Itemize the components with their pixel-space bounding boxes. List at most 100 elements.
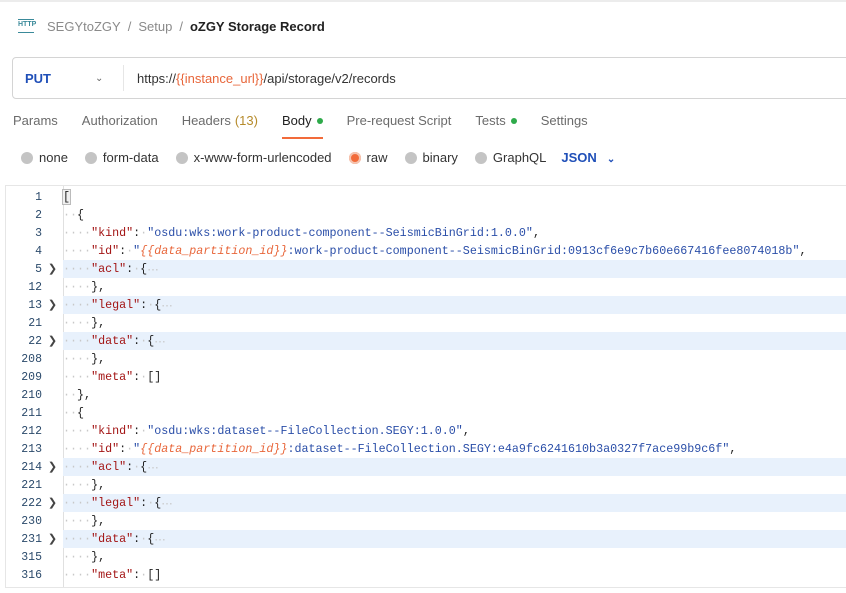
tab-label: Pre-request Script — [346, 113, 452, 128]
indent-whitespace: ···· — [63, 370, 92, 384]
json-string: :work-product-component--SeismicBinGrid:… — [287, 244, 800, 258]
fold-chevron-icon[interactable]: ❯ — [47, 534, 58, 546]
code-text: ····"kind":·"osdu:wks:work-product-compo… — [63, 224, 846, 242]
line-number: 208 — [21, 352, 42, 366]
code-editor[interactable]: 1[2··{3····"kind":·"osdu:wks:work-produc… — [5, 185, 846, 588]
json-punctuation: { — [140, 262, 148, 276]
code-line: 1[ — [6, 188, 846, 206]
breadcrumb-collection[interactable]: SEGYtoZGY — [47, 18, 121, 34]
request-tabs: Params Authorization Headers(13) Body Pr… — [13, 113, 612, 139]
radio-icon — [175, 151, 188, 164]
fold-chevron-icon[interactable]: ❯ — [47, 264, 58, 276]
indent-whitespace: ···· — [63, 226, 92, 240]
fold-chevron-icon[interactable]: ❯ — [47, 336, 58, 348]
indent-whitespace: ···· — [63, 568, 92, 582]
json-string: " — [133, 244, 141, 258]
fold-chevron-icon[interactable]: ❯ — [47, 498, 58, 510]
code-text: ····}, — [63, 314, 846, 332]
url-input[interactable]: https://{{instance_url}}/api/storage/v2/… — [137, 71, 396, 86]
whitespace-marker: · — [140, 424, 148, 438]
json-punctuation: { — [147, 334, 155, 348]
tab-tests[interactable]: Tests — [475, 113, 517, 139]
tab-authorization[interactable]: Authorization — [82, 113, 158, 139]
breadcrumb-folder[interactable]: Setup — [138, 18, 173, 34]
radio-icon — [404, 151, 417, 164]
code-text: ····}, — [63, 350, 846, 368]
line-number: 21 — [28, 316, 42, 330]
line-number: 212 — [21, 424, 42, 438]
tab-label: Body — [281, 113, 312, 128]
code-line: 3····"kind":·"osdu:wks:work-product-comp… — [6, 224, 846, 242]
json-punctuation: [] — [147, 568, 162, 582]
indent-whitespace: ···· — [63, 550, 92, 564]
top-divider — [0, 0, 846, 2]
radio-icon — [474, 151, 487, 164]
url-suffix: /api/storage/v2/records — [263, 70, 396, 86]
indent-whitespace: ···· — [63, 280, 92, 294]
code-text: ··{ — [63, 404, 846, 422]
indent-whitespace: ···· — [63, 334, 92, 348]
code-text: ····"meta":·[] — [63, 368, 846, 386]
json-punctuation: : — [126, 460, 134, 474]
json-string: "osdu:wks:work-product-component--Seismi… — [147, 226, 533, 240]
code-text: ····"meta":·[] — [63, 566, 846, 584]
code-line: 214❯····"acl":·{⋯ — [6, 458, 846, 476]
headers-count: (13) — [234, 113, 258, 128]
line-number: 2 — [35, 208, 42, 222]
template-variable: {{data_partition_id}} — [140, 442, 288, 456]
indent-whitespace: ···· — [63, 352, 92, 366]
json-key: "kind" — [91, 424, 134, 438]
code-text: ····"legal":·{⋯ — [63, 494, 846, 512]
line-number: 231 — [21, 532, 42, 546]
indent-whitespace: ···· — [63, 442, 92, 456]
indent-whitespace: ···· — [63, 298, 92, 312]
line-number: 222 — [21, 496, 42, 510]
tab-label: Authorization — [81, 113, 158, 128]
chevron-down-icon: ⌄ — [606, 154, 616, 165]
tab-headers[interactable]: Headers(13) — [182, 113, 258, 139]
code-line: 231❯····"data":·{⋯ — [6, 530, 846, 548]
radio-none[interactable]: none — [21, 150, 68, 165]
code-line: 210··}, — [6, 386, 846, 404]
code-line: 211 ··{ — [6, 404, 846, 422]
json-punctuation: { — [154, 298, 162, 312]
tab-settings[interactable]: Settings — [541, 113, 588, 139]
code-text: ····}, — [63, 548, 846, 566]
json-punctuation: : — [119, 244, 127, 258]
tab-pre-request-script[interactable]: Pre-request Script — [347, 113, 452, 139]
radio-raw[interactable]: raw — [348, 150, 388, 165]
status-dot-icon — [316, 118, 323, 124]
breadcrumb-separator: / — [179, 18, 183, 34]
whitespace-marker: · — [147, 298, 155, 312]
json-punctuation: { — [77, 406, 85, 420]
request-title[interactable]: oZGY Storage Record — [189, 18, 325, 34]
tab-label: Tests — [475, 113, 506, 128]
radio-binary[interactable]: binary — [404, 150, 458, 165]
format-select[interactable]: JSON⌄ — [561, 150, 615, 165]
tab-body[interactable]: Body — [281, 113, 323, 139]
fold-chevron-icon[interactable]: ❯ — [47, 300, 58, 312]
line-number: 230 — [21, 514, 42, 528]
whitespace-marker: · — [140, 568, 148, 582]
line-number: 221 — [21, 478, 42, 492]
json-key: "data" — [91, 334, 134, 348]
json-punctuation: , — [462, 424, 470, 438]
code-line: 213····"id":·"{{data_partition_id}}:data… — [6, 440, 846, 458]
code-line: 12····}, — [6, 278, 846, 296]
url-variable: {{instance_url}} — [176, 70, 264, 86]
method-select[interactable]: PUT ⌄ — [13, 65, 124, 91]
radio-label: form-data — [102, 150, 159, 165]
tab-params[interactable]: Params — [13, 113, 58, 139]
radio-x-www-form-urlencoded[interactable]: x-www-form-urlencoded — [175, 150, 332, 165]
radio-form-data[interactable]: form-data — [84, 150, 159, 165]
radio-graphql[interactable]: GraphQL — [474, 150, 546, 165]
fold-chevron-icon[interactable]: ❯ — [47, 462, 58, 474]
json-punctuation: : — [133, 334, 141, 348]
radio-label: binary — [422, 150, 458, 165]
line-number: 214 — [21, 460, 42, 474]
radio-label: none — [39, 150, 68, 165]
whitespace-marker: ⋯ — [154, 532, 166, 547]
line-number: 211 — [21, 406, 42, 420]
indent-whitespace: ···· — [63, 496, 92, 510]
json-punctuation: : — [133, 370, 141, 384]
